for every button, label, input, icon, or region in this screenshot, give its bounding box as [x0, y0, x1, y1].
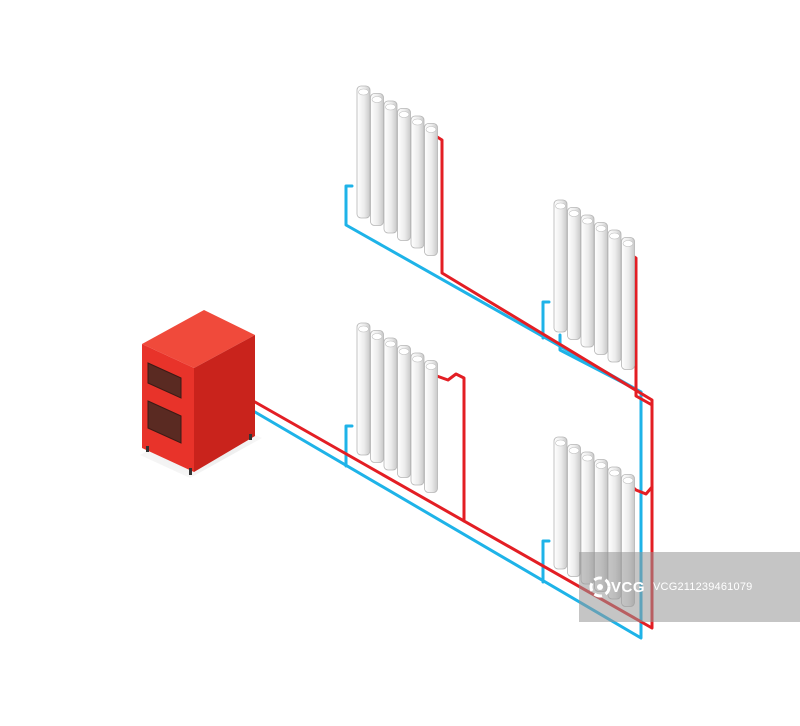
- return-pipe-upper: [344, 184, 643, 394]
- radiator-fin-cap: [385, 340, 396, 348]
- radiator-fin: [356, 322, 371, 456]
- radiator-fin-cap: [425, 363, 437, 370]
- watermark-logo: VCG: [589, 576, 645, 598]
- radiator-fin: [410, 352, 425, 486]
- radiator-fin: [567, 444, 581, 577]
- radiator-fin-cap: [622, 477, 634, 484]
- radiator-fin: [424, 360, 438, 493]
- radiator-fin: [594, 222, 608, 355]
- boiler-foot: [189, 468, 192, 475]
- radiator-fin-cap: [412, 118, 423, 126]
- boiler-foot: [249, 434, 252, 440]
- radiator-fin-cap: [555, 202, 566, 210]
- radiator-fin: [580, 214, 595, 348]
- radiator-fin-cap: [358, 325, 369, 333]
- radiator-fin-cap: [595, 225, 607, 232]
- return-drop-upper-right: [541, 300, 551, 340]
- return-drop-lower-left: [344, 424, 354, 468]
- radiator-fin-cap: [609, 469, 620, 477]
- boiler-foot: [146, 446, 149, 452]
- radiator-fin: [370, 93, 384, 226]
- radiator-fin: [370, 330, 384, 463]
- radiator-fin-cap: [385, 103, 396, 111]
- radiator-fin: [567, 207, 581, 340]
- radiator-fin-cap: [595, 462, 607, 469]
- radiator-fin-cap: [609, 232, 620, 240]
- radiator-fin-cap: [568, 447, 580, 454]
- radiator-upper-right: [553, 199, 635, 370]
- watermark: VCG VCG211239461079: [579, 552, 800, 622]
- radiator-fin: [356, 85, 371, 219]
- radiator-fin: [383, 100, 398, 234]
- radiator-upper-left: [356, 85, 438, 256]
- radiator-fin: [621, 237, 635, 370]
- radiator-lower-left: [356, 322, 438, 493]
- watermark-id: VCG211239461079: [653, 581, 753, 593]
- boiler-side: [194, 335, 255, 472]
- vcg-logo-icon: [589, 576, 611, 598]
- radiator-fin: [383, 337, 398, 471]
- radiator-fin: [397, 108, 411, 241]
- boiler-top: [142, 310, 255, 368]
- radiator-fin-cap: [412, 355, 423, 363]
- radiator-fin-cap: [371, 96, 383, 103]
- supply-riser-lower-left: [432, 372, 466, 523]
- radiator-fin-cap: [398, 111, 410, 118]
- boiler: [140, 310, 262, 478]
- radiator-fin-cap: [555, 439, 566, 447]
- boiler-lower-door: [147, 400, 182, 444]
- radiator-fin-cap: [398, 348, 410, 355]
- radiator-fin-cap: [425, 126, 437, 133]
- radiator-fin-cap: [358, 88, 369, 96]
- radiator-fin-cap: [622, 240, 634, 247]
- radiator-fin-cap: [582, 454, 593, 462]
- radiator-fin-cap: [371, 333, 383, 340]
- radiator-fin: [553, 436, 568, 570]
- radiator-fin: [553, 199, 568, 333]
- radiator-fin: [397, 345, 411, 478]
- radiator-fin: [424, 123, 438, 256]
- radiator-fin-cap: [582, 217, 593, 225]
- radiator-fin-cap: [568, 210, 580, 217]
- radiator-group: [356, 85, 635, 607]
- return-drop-lower-right: [541, 539, 551, 584]
- watermark-logo-text: VCG: [611, 578, 646, 596]
- radiator-fin: [607, 229, 622, 363]
- radiator-fin: [410, 115, 425, 249]
- boiler-upper-door: [147, 362, 182, 399]
